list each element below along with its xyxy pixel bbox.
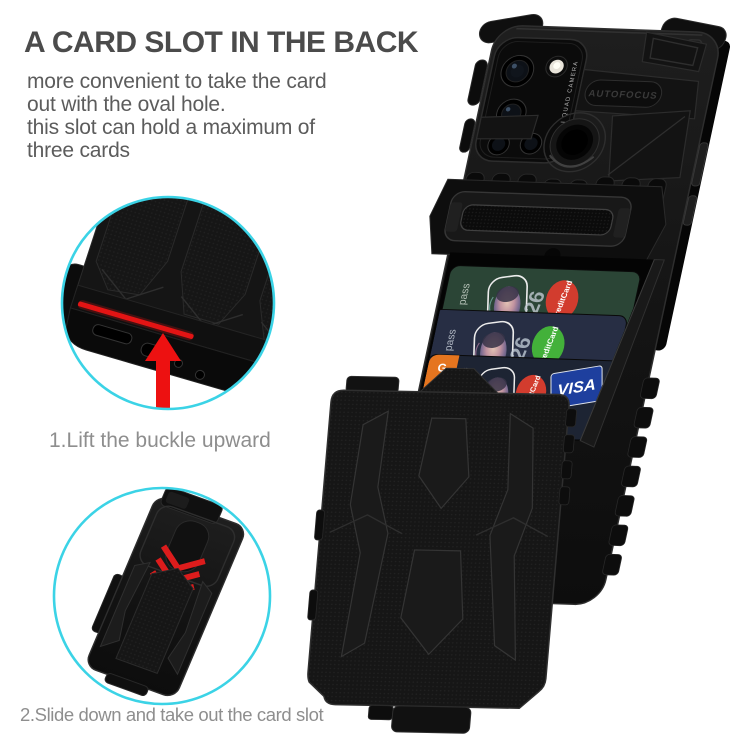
card-slot-insert [87, 488, 245, 697]
mic-hole-2 [194, 369, 206, 380]
insert-buckle-notch [165, 491, 190, 509]
cover-bottom-tab [391, 705, 472, 734]
camera-lens-main [500, 54, 535, 88]
back-texture-panels [95, 197, 274, 353]
description: more convenient to take the card out wit… [27, 70, 327, 162]
step-1-label: 1.Lift the buckle upward [49, 429, 271, 452]
svg-text:VISA: VISA [557, 376, 595, 400]
cover-ridges [329, 410, 549, 662]
insert-right-ridge [167, 580, 213, 676]
card-pass-label: pass [442, 329, 459, 351]
description-line: out with the oval hole. [27, 93, 226, 116]
slide-cover [307, 367, 577, 734]
description-line: this slot can hold a maximum of [27, 116, 315, 139]
description-line: more convenient to take the card [27, 70, 327, 93]
case-edge-serrations [602, 377, 660, 576]
insert-bottom-tab [104, 673, 149, 696]
cover-bottom-step [367, 704, 394, 721]
callout-circle-2 [52, 486, 272, 706]
cover-edge-serrations [558, 408, 577, 506]
case-top-highlight [516, 27, 703, 36]
right-plate-line [607, 115, 686, 176]
top-right-panel-inner [649, 37, 699, 67]
bay-wall-highlight [579, 259, 655, 441]
callout-ring-1 [60, 195, 276, 411]
step-2-label: 2.Slide down and take out the card slot [20, 704, 324, 725]
card-pass-label: pass [456, 283, 473, 305]
grip-serrations [263, 365, 274, 404]
autofocus-pill [584, 79, 663, 108]
description-line: three cards [27, 139, 130, 162]
kickstand [429, 178, 667, 262]
left-plate [475, 114, 539, 140]
insert-texture [115, 567, 194, 674]
page-title: A CARD SLOT IN THE BACK [24, 26, 419, 59]
cover-left-notches [307, 509, 325, 621]
flash-icon [545, 55, 568, 78]
callout-ring-2 [52, 486, 272, 706]
oval-hole [543, 112, 607, 173]
buckle-highlight [77, 301, 194, 339]
top-right-panel [641, 31, 708, 73]
up-arrow-icon [145, 333, 181, 408]
kickstand-grip [460, 204, 614, 236]
usb-port [92, 324, 133, 345]
card-badge: creditCard [545, 280, 579, 320]
autofocus-label: AUTOFOCUS [587, 88, 658, 101]
card-badge: creditCard [531, 326, 565, 366]
insert-left-ridge [99, 561, 151, 648]
side-buttons [682, 142, 709, 226]
